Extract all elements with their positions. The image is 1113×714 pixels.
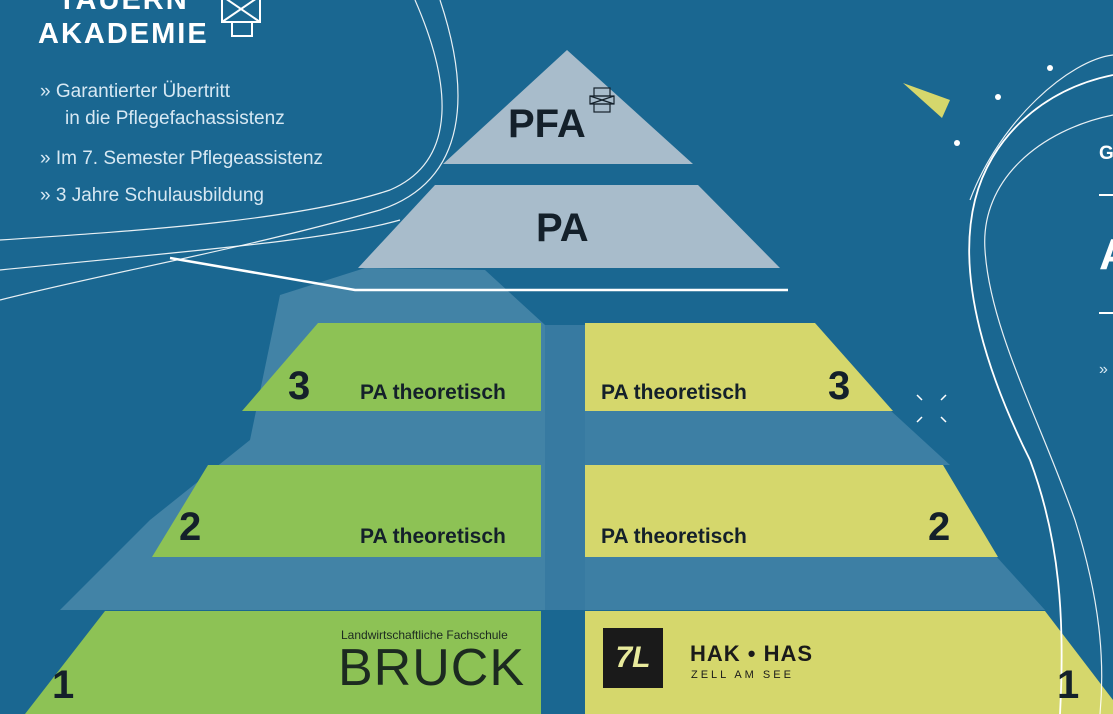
deco-dot (1047, 65, 1053, 71)
deco-curve-left-1 (0, 0, 443, 241)
right-tier-3-number: 3 (828, 364, 851, 408)
bullet-text: 3 Jahre Schulausbildung (55, 185, 264, 206)
logo-cross-icon (221, 0, 261, 37)
right-tier-1-number: 1 (1057, 663, 1080, 707)
deco-curve-right-2 (984, 114, 1113, 714)
connector-band-left (60, 268, 545, 610)
bruck-school-name: BRUCK (338, 639, 526, 697)
connector-band-right3 (585, 555, 1045, 610)
bullet-text: Im 7. Semester Pflegeassistenz (55, 148, 324, 169)
pyramid-top-label: PFA (508, 102, 586, 146)
deco-dot (995, 94, 1001, 100)
bullet-years: » 3 Jahre Schulausbildung (40, 182, 264, 209)
bullet-marker: » (40, 81, 51, 102)
pfa-cross-icon (589, 87, 615, 113)
deco-curve-right-3 (969, 54, 1113, 201)
left-tier-3-number: 3 (288, 364, 311, 408)
connector-band-right2 (585, 410, 950, 465)
right-tier-3 (585, 323, 893, 411)
hak-school-name: HAK • HAS (690, 641, 814, 666)
deco-dot (954, 140, 960, 146)
logo-text-akademie: AKADEMIE (38, 18, 209, 50)
right-tier-2-label: PA theoretisch (601, 525, 747, 548)
left-tier-2-label: PA theoretisch (360, 525, 506, 548)
right-tier-1 (585, 611, 1113, 714)
bullet-guarantee: » Garantierter Übertritt in die Pflegefa… (40, 78, 285, 132)
right-tier-3-label: PA theoretisch (601, 381, 747, 404)
left-tier-2-number: 2 (179, 505, 202, 549)
bullet-text: Garantierter Übertritt (55, 81, 231, 102)
right-edge-heading: G (1099, 143, 1113, 164)
sparkle-icon (916, 394, 947, 423)
hak-logo-mark: 7L (603, 628, 663, 688)
pyramid-middle-pa (358, 185, 780, 268)
right-tier-2 (585, 465, 998, 557)
left-tier-2 (152, 465, 541, 557)
bullet-text-continued: in die Pflegefachassistenz (65, 108, 285, 129)
deco-curve-right-1 (968, 74, 1113, 714)
left-tier-1 (25, 611, 541, 714)
bullet-marker: » (40, 185, 51, 206)
bruck-school-subtitle: Landwirtschaftliche Fachschule (341, 628, 508, 642)
left-tier-3 (242, 323, 541, 411)
deco-curve-left-2 (0, 0, 459, 301)
accent-triangle (903, 83, 950, 118)
pyramid-top-pfa (443, 50, 693, 164)
bullet-semester: » Im 7. Semester Pflegeassistenz (40, 145, 323, 172)
left-tier-1-number: 1 (52, 663, 75, 707)
left-tier-3-label: PA theoretisch (360, 381, 506, 404)
right-tier-2-number: 2 (928, 505, 951, 549)
right-edge-bullet: » (1099, 361, 1108, 378)
hak-school-location: ZELL AM SEE (691, 669, 794, 681)
right-edge-title: A (1099, 230, 1113, 280)
connector-band-right (545, 325, 585, 610)
logo-text-tauern: TAUERN (58, 0, 189, 16)
deco-curve-left-3 (0, 219, 401, 271)
bullet-marker: » (40, 148, 51, 169)
pyramid-base-line (169, 256, 788, 292)
pyramid-middle-label: PA (536, 206, 589, 250)
